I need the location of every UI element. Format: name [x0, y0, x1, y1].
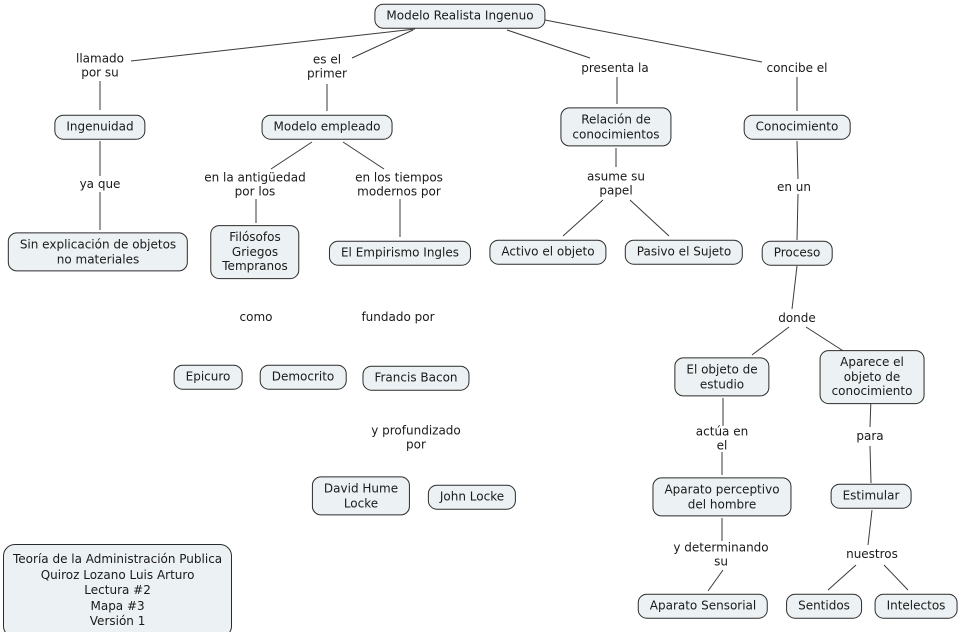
connector-line [827, 564, 857, 591]
phrase-y-profundizado-por[interactable]: y profundizado por [371, 423, 461, 452]
connector-line [796, 140, 799, 180]
map-credits-box[interactable]: Teoría de la Administración Publica Quir… [3, 544, 233, 632]
node-modelo-realista-ingenuo[interactable]: Modelo Realista Ingenuo [374, 3, 546, 29]
node-estimular[interactable]: Estimular [830, 483, 912, 509]
connector-line [544, 19, 763, 63]
phrase-actua-en-el[interactable]: actúa en el [695, 424, 749, 453]
phrase-donde[interactable]: donde [778, 310, 816, 325]
connector-line [342, 141, 385, 170]
connector-line [506, 29, 591, 59]
node-david-hume-locke[interactable]: David Hume Locke [311, 476, 411, 516]
phrase-presenta-la[interactable]: presenta la [581, 60, 649, 75]
node-sentidos[interactable]: Sentidos [786, 593, 862, 619]
phrase-ya-que[interactable]: ya que [79, 176, 121, 191]
node-john-locke[interactable]: John Locke [427, 484, 517, 510]
node-activo-el-objeto[interactable]: Activo el objeto [489, 239, 607, 265]
connector-line [867, 509, 873, 546]
phrase-nuestros[interactable]: nuestros [846, 546, 898, 561]
node-epicuro[interactable]: Epicuro [173, 364, 243, 390]
node-aparato-perceptivo-del-hombre[interactable]: Aparato perceptivo del hombre [652, 477, 792, 517]
node-proceso[interactable]: Proceso [761, 240, 833, 266]
connector-line [751, 326, 790, 356]
phrase-es-el-primer[interactable]: es el primer [307, 52, 347, 81]
node-democrito[interactable]: Democrito [259, 364, 347, 390]
phrase-en-la-antiguedad-por-los[interactable]: en la antigüedad por los [204, 170, 306, 199]
node-el-objeto-de-estudio[interactable]: El objeto de estudio [674, 357, 770, 397]
phrase-llamado-por-su[interactable]: llamado por su [75, 51, 125, 80]
node-pasivo-el-sujeto[interactable]: Pasivo el Sujeto [624, 239, 744, 265]
connector-line [791, 265, 798, 310]
phrase-en-un[interactable]: en un [776, 179, 812, 194]
node-aparece-el-objeto-de-conocimiento[interactable]: Aparece el objeto de conocimiento [819, 350, 925, 404]
connector-line [270, 141, 313, 170]
connector-line [351, 29, 414, 59]
node-conocimiento[interactable]: Conocimiento [743, 114, 851, 140]
node-francis-bacon[interactable]: Francis Bacon [362, 365, 470, 391]
phrase-asume-su-papel[interactable]: asume su papel [587, 169, 645, 198]
connector-line [869, 445, 872, 484]
node-el-empirismo-ingles[interactable]: El Empirismo Ingles [328, 240, 472, 266]
phrase-como[interactable]: como [239, 309, 273, 324]
connector-line [562, 199, 604, 237]
connector-line [707, 569, 724, 592]
node-intelectos[interactable]: Intelectos [874, 593, 958, 619]
phrase-fundado-por[interactable]: fundado por [361, 309, 435, 324]
connector-line [629, 199, 670, 237]
node-relacion-de-conocimientos[interactable]: Relación de conocimientos [560, 107, 672, 147]
connector-line [796, 193, 799, 241]
connector-line [805, 326, 849, 355]
phrase-en-los-tiempos-modernos-por[interactable]: en los tiempos modernos por [355, 170, 443, 199]
node-aparato-sensorial[interactable]: Aparato Sensorial [637, 593, 769, 619]
phrase-para[interactable]: para [856, 428, 884, 443]
connector-line [883, 564, 909, 591]
node-ingenuidad[interactable]: Ingenuidad [54, 114, 146, 140]
node-sin-explicacion-de-objetos[interactable]: Sin explicación de objetos no materiales [7, 232, 189, 272]
phrase-y-determinando-su[interactable]: y determinando su [673, 540, 769, 569]
connector-line [130, 28, 416, 62]
node-modelo-empleado[interactable]: Modelo empleado [261, 114, 393, 140]
phrase-concibe-el[interactable]: concibe el [766, 60, 828, 75]
node-filosofos-griegos-tempranos[interactable]: Filósofos Griegos Tempranos [210, 225, 300, 279]
